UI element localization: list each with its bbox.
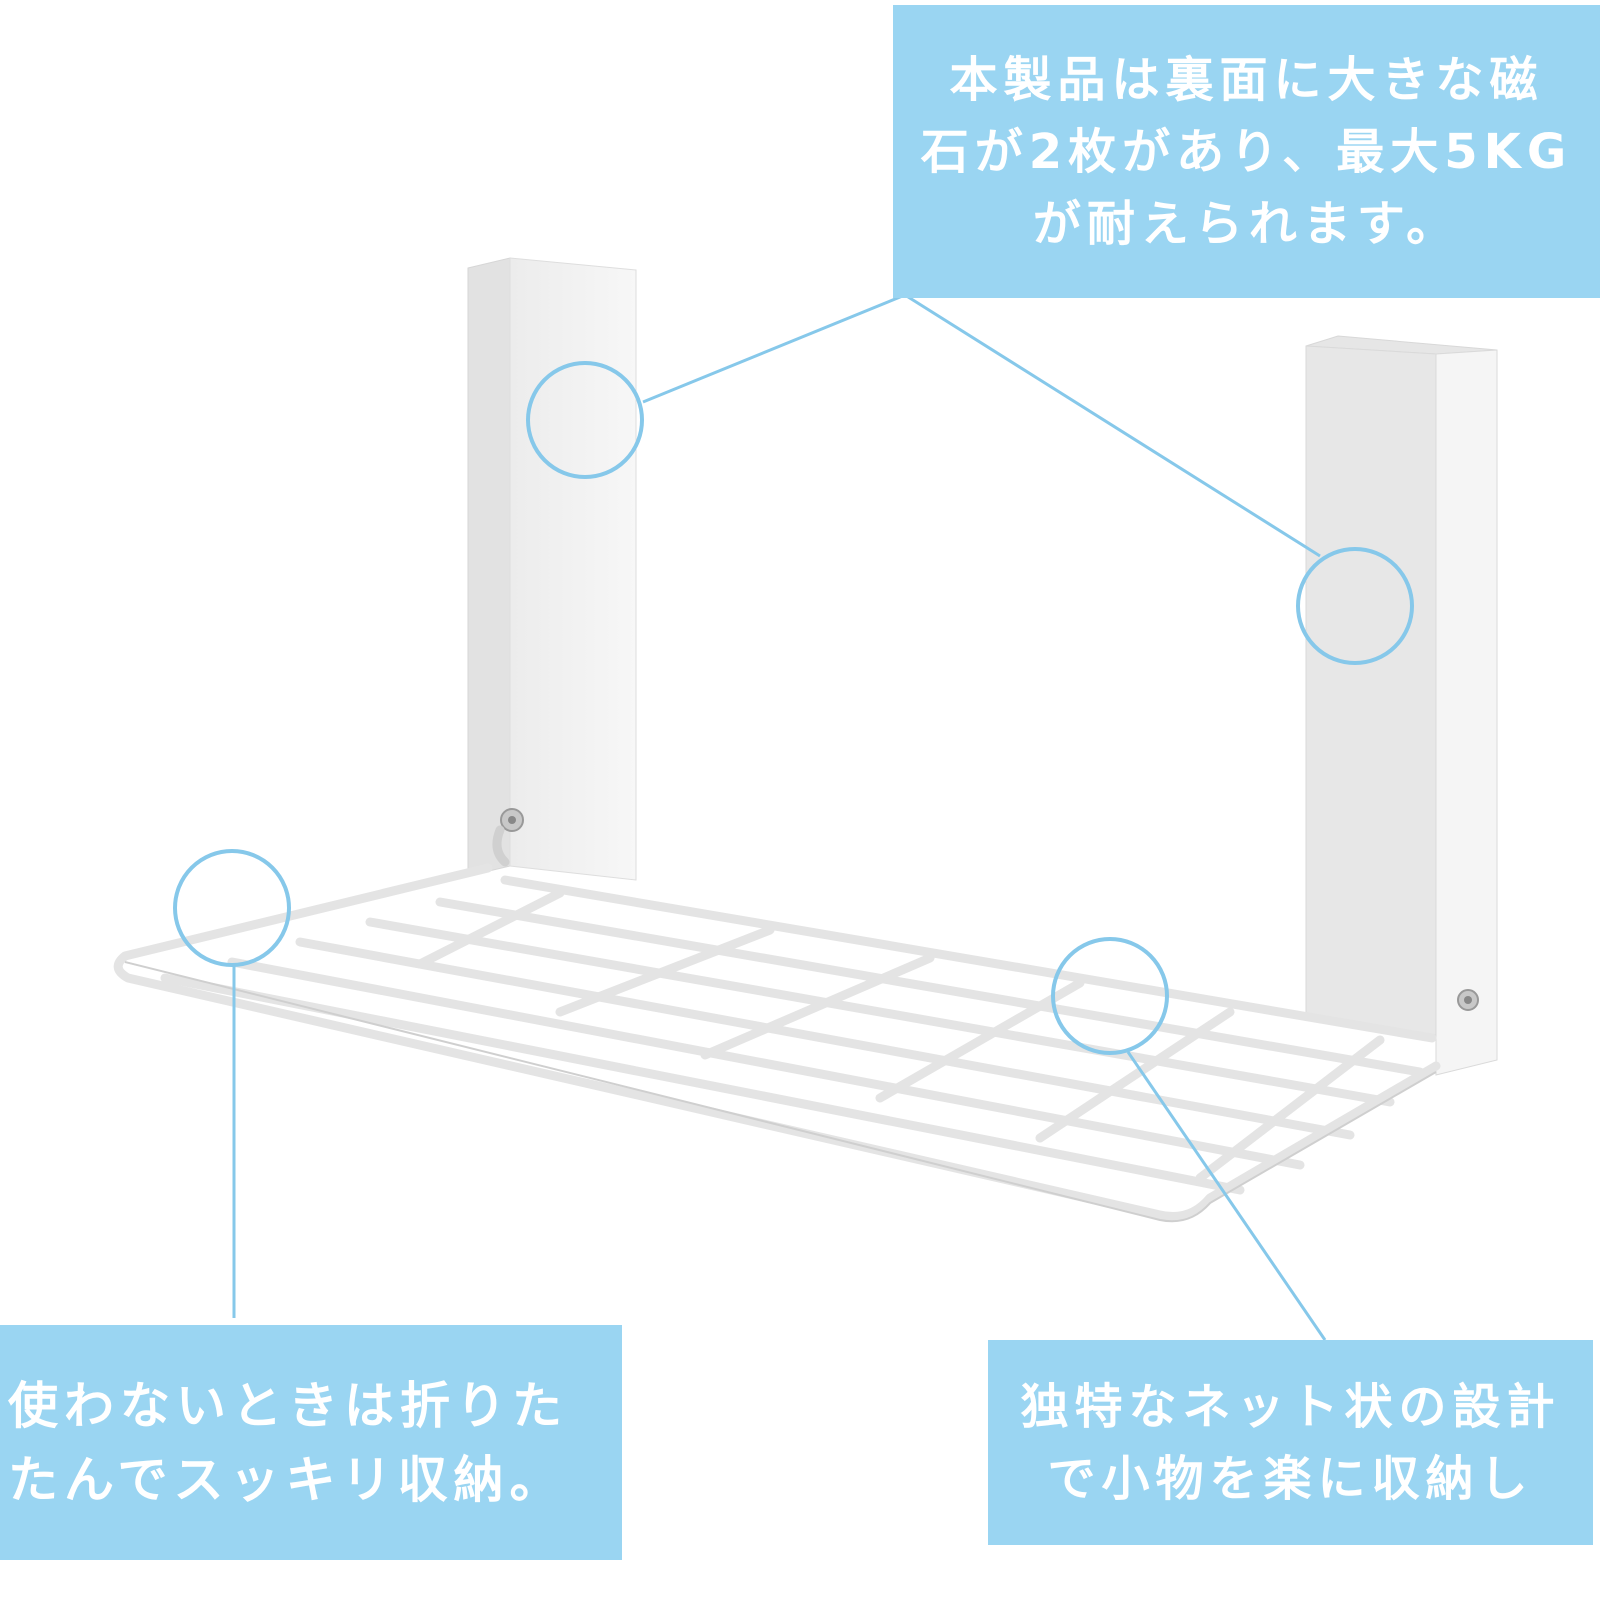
callout-magnet-line-2: 石が2枚があり、最大5KG [920,123,1573,180]
right-bracket [1305,335,1498,1076]
callout-magnet: 本製品は裏面に大きな磁 石が2枚があり、最大5KG が耐えられます。 [893,5,1600,298]
fold-marker [173,849,291,967]
callout-folding: 使わないときは折りた たんでスッキリ収納。 [0,1325,622,1560]
magnet-marker-left [526,361,644,479]
callout-folding-line-1: 使わないときは折りた [8,1376,568,1435]
callout-magnet-line-1: 本製品は裏面に大きな磁 [949,51,1544,108]
callout-magnet-line-3: が耐えられます。 [1032,195,1461,252]
wire-shelf [113,863,1441,1222]
callout-net-design: 独特なネット状の設計 で小物を楽に収納し [988,1340,1593,1545]
callout-net-line-1: 独特なネット状の設計 [1020,1378,1561,1435]
net-marker [1051,937,1169,1055]
callout-markers [173,361,1414,1055]
wire-shelf-shading [124,961,1437,1223]
leader-lines [232,293,1327,1341]
left-bracket [467,257,637,881]
callout-folding-line-2: たんでスッキリ収納。 [8,1450,566,1509]
callout-net-line-2: で小物を楽に収納し [1047,1450,1534,1507]
magnet-marker-right [1296,547,1414,665]
